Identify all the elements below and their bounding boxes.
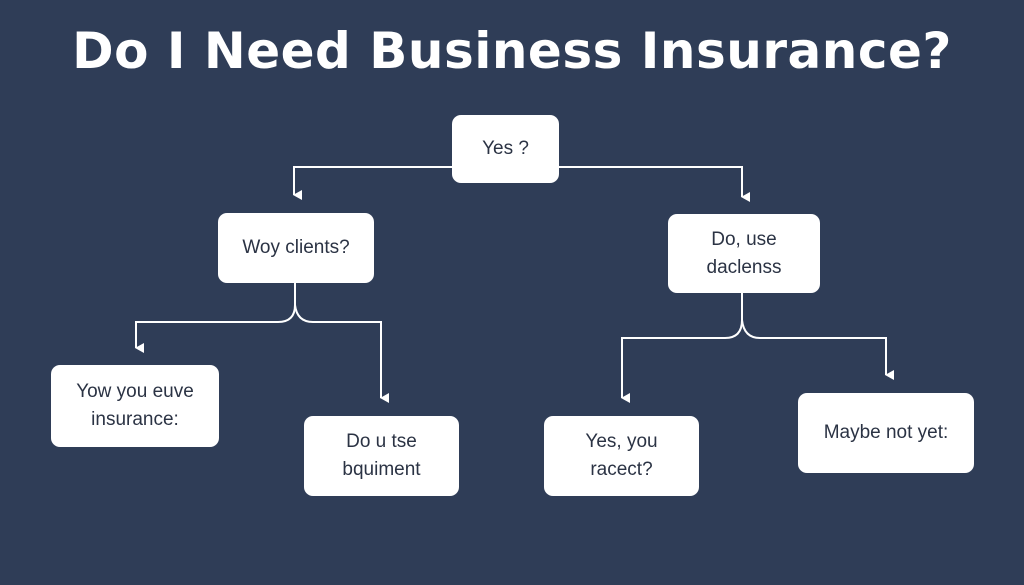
- edge-right-to-right-left: [621, 293, 743, 403]
- node-text-line: insurance:: [91, 409, 179, 430]
- edge-left-to-left-left: [135, 283, 296, 353]
- edge-root-to-left: [293, 166, 452, 200]
- page-title: Do I Need Business Insurance?: [72, 22, 952, 80]
- edge-right-to-right-right: [741, 319, 894, 380]
- decision-node-root: Yes ?: [452, 115, 559, 183]
- node-text-line: Do u tse: [346, 431, 417, 452]
- node-text-line: Yes, you: [585, 431, 658, 452]
- outcome-node-yes: Yes, you racect?: [544, 416, 699, 496]
- decision-node-equipment: Do u tse bquiment: [304, 416, 459, 496]
- decision-node-use: Do, use daclenss: [668, 214, 820, 293]
- node-text-line: daclenss: [706, 256, 782, 278]
- outcome-node-maybe-not: Maybe not yet:: [798, 393, 974, 473]
- edge-left-to-left-right: [294, 304, 389, 403]
- edge-root-to-right: [559, 166, 750, 202]
- node-text-line: Woy clients?: [242, 237, 350, 258]
- node-text-line: racect?: [590, 459, 653, 480]
- outcome-node-insurance: Yow you euve insurance:: [51, 365, 219, 447]
- node-text-line: Maybe not yet:: [823, 422, 949, 443]
- node-text-line: Yes ?: [482, 138, 529, 159]
- decision-node-clients: Woy clients?: [218, 213, 374, 283]
- node-text-line: bquiment: [342, 459, 421, 480]
- node-text-line: Yow you euve: [76, 381, 194, 402]
- node-text-line: Do, use: [711, 228, 777, 250]
